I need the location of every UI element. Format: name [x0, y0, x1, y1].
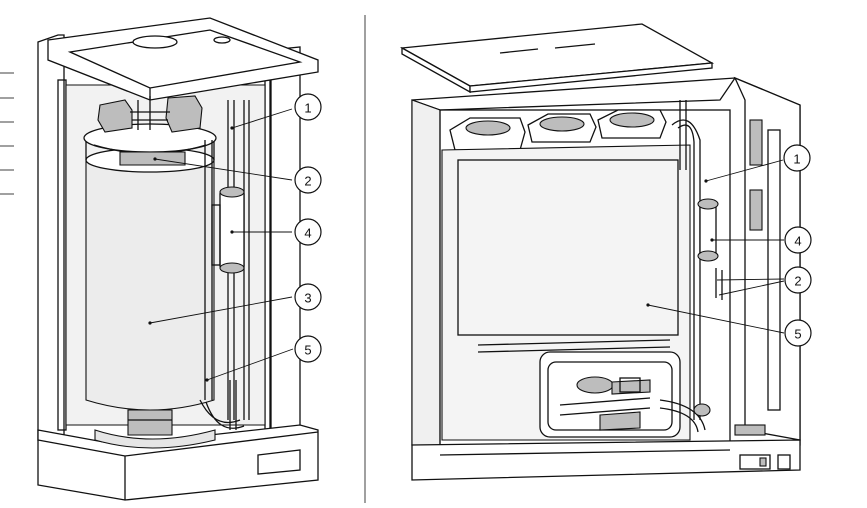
left-callout-1-label: 1	[304, 101, 311, 116]
right-callout-2: 2	[784, 266, 812, 294]
right-callout-4: 4	[784, 226, 812, 254]
right-callout-1: 1	[783, 144, 811, 172]
margin-ticks	[0, 72, 14, 195]
left-callout-2: 2	[294, 166, 322, 194]
left-leaders	[148, 108, 294, 382]
right-callout-4-label: 4	[794, 234, 801, 249]
left-callout-1: 1	[294, 93, 322, 121]
left-callout-5: 5	[294, 335, 322, 363]
right-callout-5: 5	[784, 319, 812, 347]
right-unit	[399, 23, 801, 481]
right-callout-5-label: 5	[794, 327, 801, 342]
left-callout-5-label: 5	[304, 343, 311, 358]
left-callout-2-label: 2	[304, 174, 311, 189]
right-callout-2-label: 2	[794, 274, 801, 289]
left-callout-4-label: 4	[304, 226, 311, 241]
right-callout-1-label: 1	[793, 152, 800, 167]
left-unit	[37, 17, 319, 501]
left-callout-4: 4	[294, 218, 322, 246]
left-callout-3: 3	[294, 283, 322, 311]
right-leaders	[646, 159, 785, 334]
left-callout-3-label: 3	[304, 291, 311, 306]
